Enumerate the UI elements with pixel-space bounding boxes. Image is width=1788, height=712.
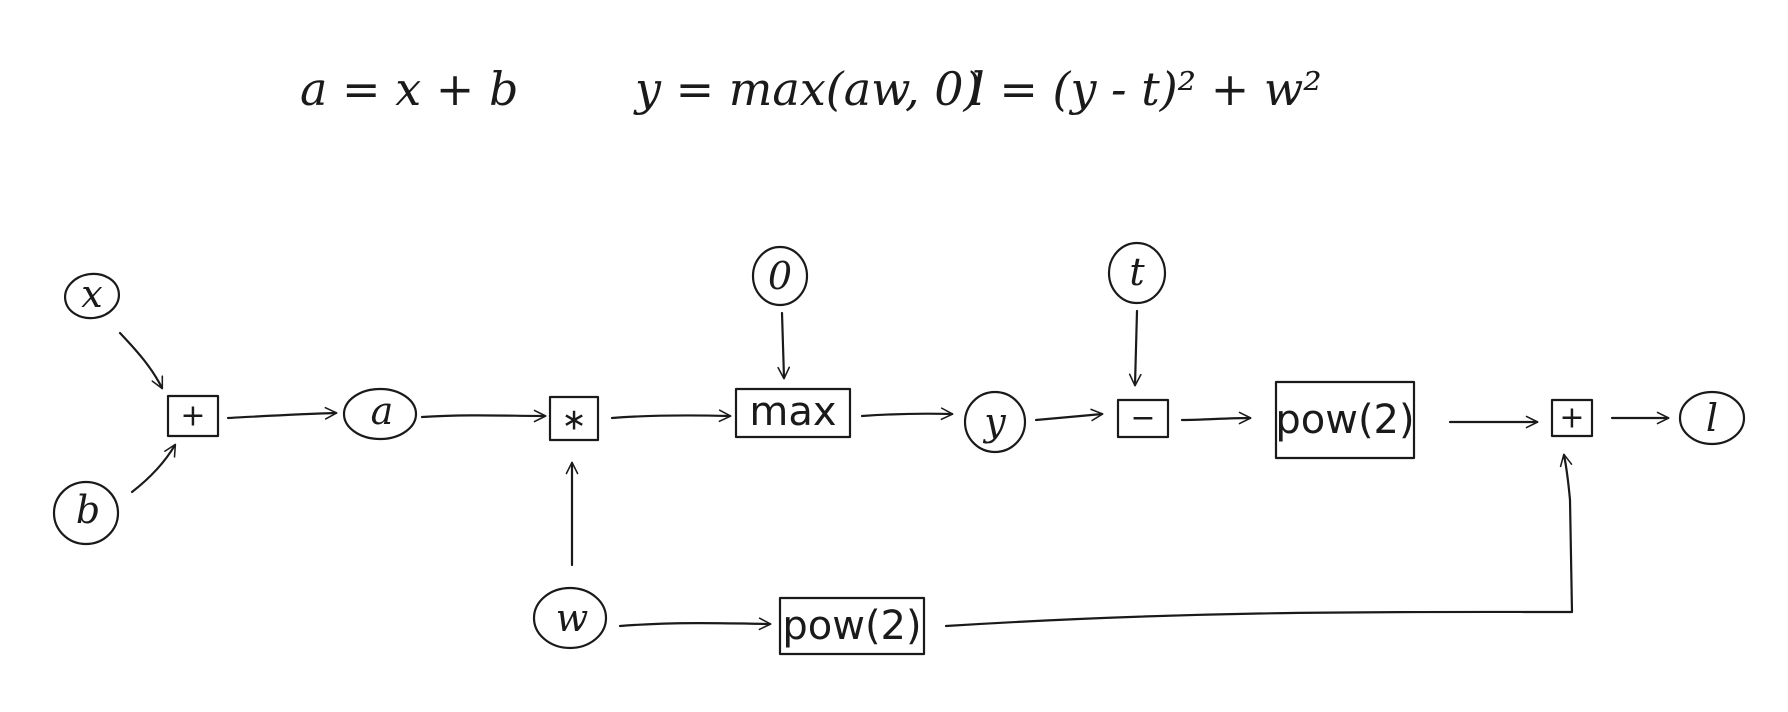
svg-text:a: a xyxy=(371,389,394,433)
edge-t-to-sub xyxy=(1128,309,1142,387)
svg-text:y: y xyxy=(982,400,1006,444)
edge-mul-to-max xyxy=(610,409,732,423)
edge-max-to-y xyxy=(860,407,954,421)
node-t: t xyxy=(1107,241,1167,305)
edge-zero-to-max xyxy=(777,311,791,380)
svg-text:−: − xyxy=(1130,401,1155,436)
edge-y-to-sub xyxy=(1034,408,1104,422)
op-pow-1: pow(2) xyxy=(1274,380,1416,460)
svg-text:∗: ∗ xyxy=(561,403,586,438)
svg-text:t: t xyxy=(1129,250,1145,294)
edge-sub-to-pow1 xyxy=(1180,411,1252,425)
svg-text:pow(2): pow(2) xyxy=(782,603,921,649)
edge-add-to-a xyxy=(226,406,338,420)
op-add-2: + xyxy=(1550,398,1594,438)
op-add-1: + xyxy=(166,394,220,438)
node-zero: 0 xyxy=(751,245,809,307)
edge-w-to-pow2 xyxy=(618,617,772,631)
svg-text:+: + xyxy=(180,399,205,434)
equation-loss: l = (y - t)² + w² xyxy=(970,62,1322,116)
svg-text:l: l xyxy=(1706,396,1718,440)
node-y: y xyxy=(963,390,1027,454)
op-max: max xyxy=(734,387,852,439)
svg-text:x: x xyxy=(81,272,102,316)
edge-b-to-add xyxy=(130,443,177,494)
edge-pow2-to-add2 xyxy=(944,453,1574,628)
op-multiply: ∗ xyxy=(548,395,600,442)
svg-text:b: b xyxy=(76,488,100,532)
edge-x-to-add xyxy=(118,331,164,390)
svg-text:max: max xyxy=(749,389,836,435)
svg-text:pow(2): pow(2) xyxy=(1275,397,1414,443)
node-a: a xyxy=(342,387,418,441)
node-w: w xyxy=(532,586,608,650)
svg-text:+: + xyxy=(1559,401,1584,436)
equation-y: y = max(aw, 0) xyxy=(633,62,982,116)
op-subtract: − xyxy=(1116,398,1170,439)
op-pow-2: pow(2) xyxy=(778,596,926,656)
svg-text:0: 0 xyxy=(768,254,792,298)
edge-a-to-mul xyxy=(420,409,547,423)
node-x: x xyxy=(63,272,121,320)
node-b: b xyxy=(52,480,120,546)
node-l: l xyxy=(1678,390,1746,446)
svg-text:w: w xyxy=(556,596,589,640)
equation-a: a = x + b xyxy=(300,62,518,116)
